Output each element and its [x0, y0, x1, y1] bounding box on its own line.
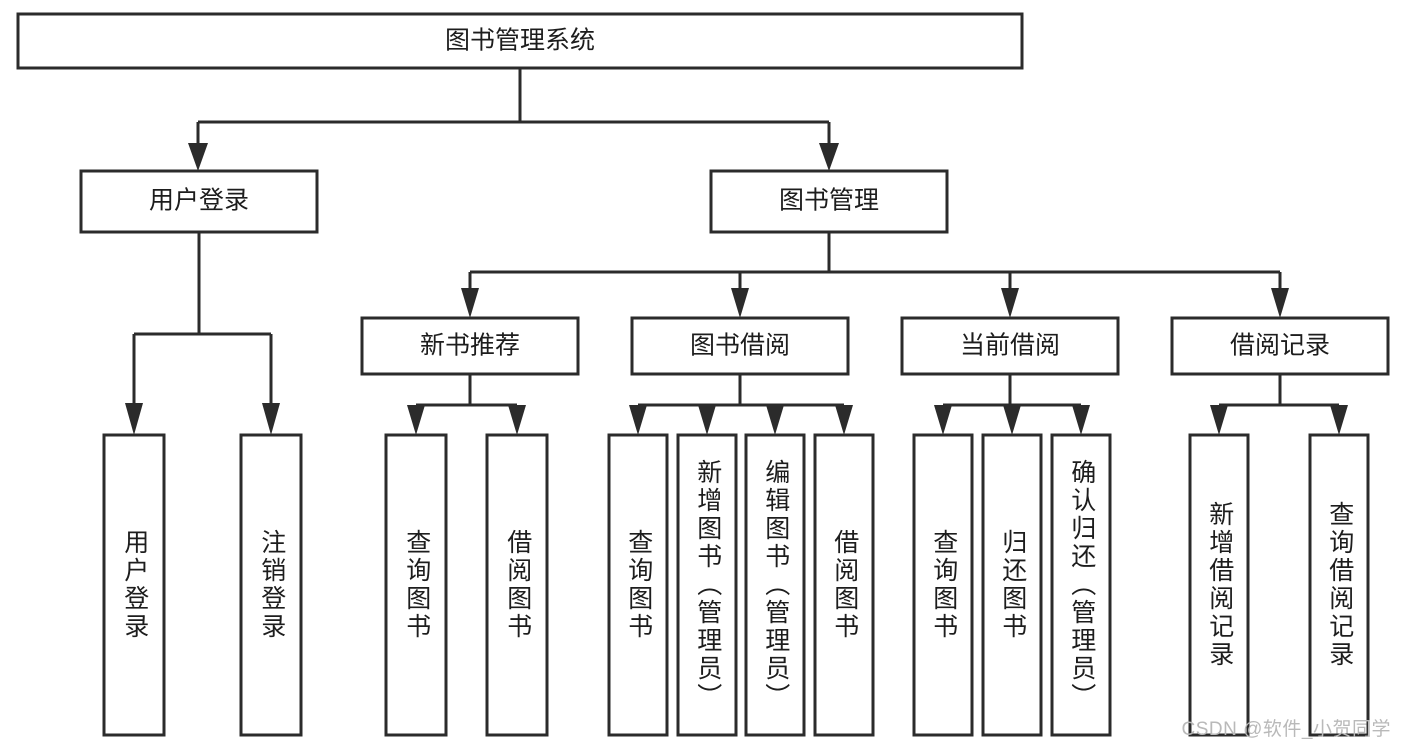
connector-group-new-book-recommend-to-leaves [407, 374, 526, 435]
node-leaf-query-books-rec-box[interactable] [384, 433, 448, 737]
arrow-head-leaf-confirm-return-admin [1072, 405, 1090, 435]
connector-group-book-management-to-level3 [461, 232, 1289, 318]
node-book-management[interactable]: 图书管理 [709, 169, 949, 234]
arrow-head-leaf-query-books-rec [407, 405, 425, 435]
arrow-head-leaf-add-borrow-record [1210, 405, 1228, 435]
node-leaf-add-book-admin-box[interactable] [676, 433, 738, 737]
node-root[interactable]: 图书管理系统 [16, 12, 1024, 70]
arrow-head-current-borrow [1001, 288, 1019, 318]
node-book-borrow-box[interactable] [630, 316, 850, 376]
connector-group-root-to-level2 [188, 68, 839, 171]
node-new-book-recommend-box[interactable] [360, 316, 580, 376]
node-leaf-query-books-borrow-box[interactable] [607, 433, 669, 737]
node-new-book-recommend-label: 新书推荐 [420, 332, 520, 360]
node-leaf-logout-box[interactable] [239, 433, 303, 737]
arrow-head-book-management [819, 143, 839, 171]
node-current-borrow[interactable]: 当前借阅 [900, 316, 1120, 376]
node-user-login[interactable]: 用户登录 [79, 169, 319, 234]
node-leaf-borrow-books-rec-box[interactable] [485, 433, 549, 737]
node-borrow-records-box[interactable] [1170, 316, 1390, 376]
arrow-head-leaf-borrow-book [835, 405, 853, 435]
node-leaf-edit-book-admin-box[interactable] [744, 433, 806, 737]
node-book-management-label: 图书管理 [779, 187, 879, 215]
node-book-borrow-label: 图书借阅 [690, 332, 790, 360]
arrow-head-leaf-borrow-books-rec [508, 405, 526, 435]
node-leaf-query-borrow-record-box[interactable] [1308, 433, 1370, 737]
node-book-borrow[interactable]: 图书借阅 [630, 316, 850, 376]
node-user-login-box[interactable] [79, 169, 319, 234]
node-borrow-records[interactable]: 借阅记录 [1170, 316, 1390, 376]
arrow-head-borrow-records [1271, 288, 1289, 318]
arrow-head-leaf-logout [262, 403, 280, 435]
arrow-head-leaf-return-book [1003, 405, 1021, 435]
arrow-head-user-login [188, 143, 208, 171]
arrow-head-leaf-query-books-borrow [629, 405, 647, 435]
connector-group-user-login-to-leaves [125, 232, 280, 435]
node-borrow-records-label: 借阅记录 [1230, 332, 1330, 360]
connector-group-book-borrow-to-leaves [629, 374, 853, 435]
node-root-label: 图书管理系统 [445, 27, 595, 55]
arrow-head-leaf-user-login [125, 403, 143, 435]
node-new-book-recommend[interactable]: 新书推荐 [360, 316, 580, 376]
node-leaf-add-borrow-record-box[interactable] [1188, 433, 1250, 737]
node-leaf-confirm-return-admin-box[interactable] [1050, 433, 1112, 737]
connector-group-borrow-records-to-leaves [1210, 374, 1348, 435]
arrow-head-new-book-recommend [461, 288, 479, 318]
arrow-head-leaf-edit-book-admin [766, 405, 784, 435]
arrow-head-leaf-add-book-admin [698, 405, 716, 435]
arrow-head-leaf-query-books-current [934, 405, 952, 435]
node-leaf-user-login-box[interactable] [102, 433, 166, 737]
node-book-management-box[interactable] [709, 169, 949, 234]
node-leaf-return-book-box[interactable] [981, 433, 1043, 737]
node-root-box[interactable] [16, 12, 1024, 70]
node-user-login-label: 用户登录 [149, 187, 249, 215]
connector-group-current-borrow-to-leaves [934, 374, 1090, 435]
arrow-head-leaf-query-borrow-record [1330, 405, 1348, 435]
node-current-borrow-box[interactable] [900, 316, 1120, 376]
node-leaf-query-books-current-box[interactable] [912, 433, 974, 737]
csdn-watermark: CSDN @软件_小贺同学 [1181, 719, 1391, 740]
node-leaf-borrow-book-box[interactable] [813, 433, 875, 737]
node-current-borrow-label: 当前借阅 [960, 332, 1060, 360]
arrow-head-book-borrow [731, 288, 749, 318]
